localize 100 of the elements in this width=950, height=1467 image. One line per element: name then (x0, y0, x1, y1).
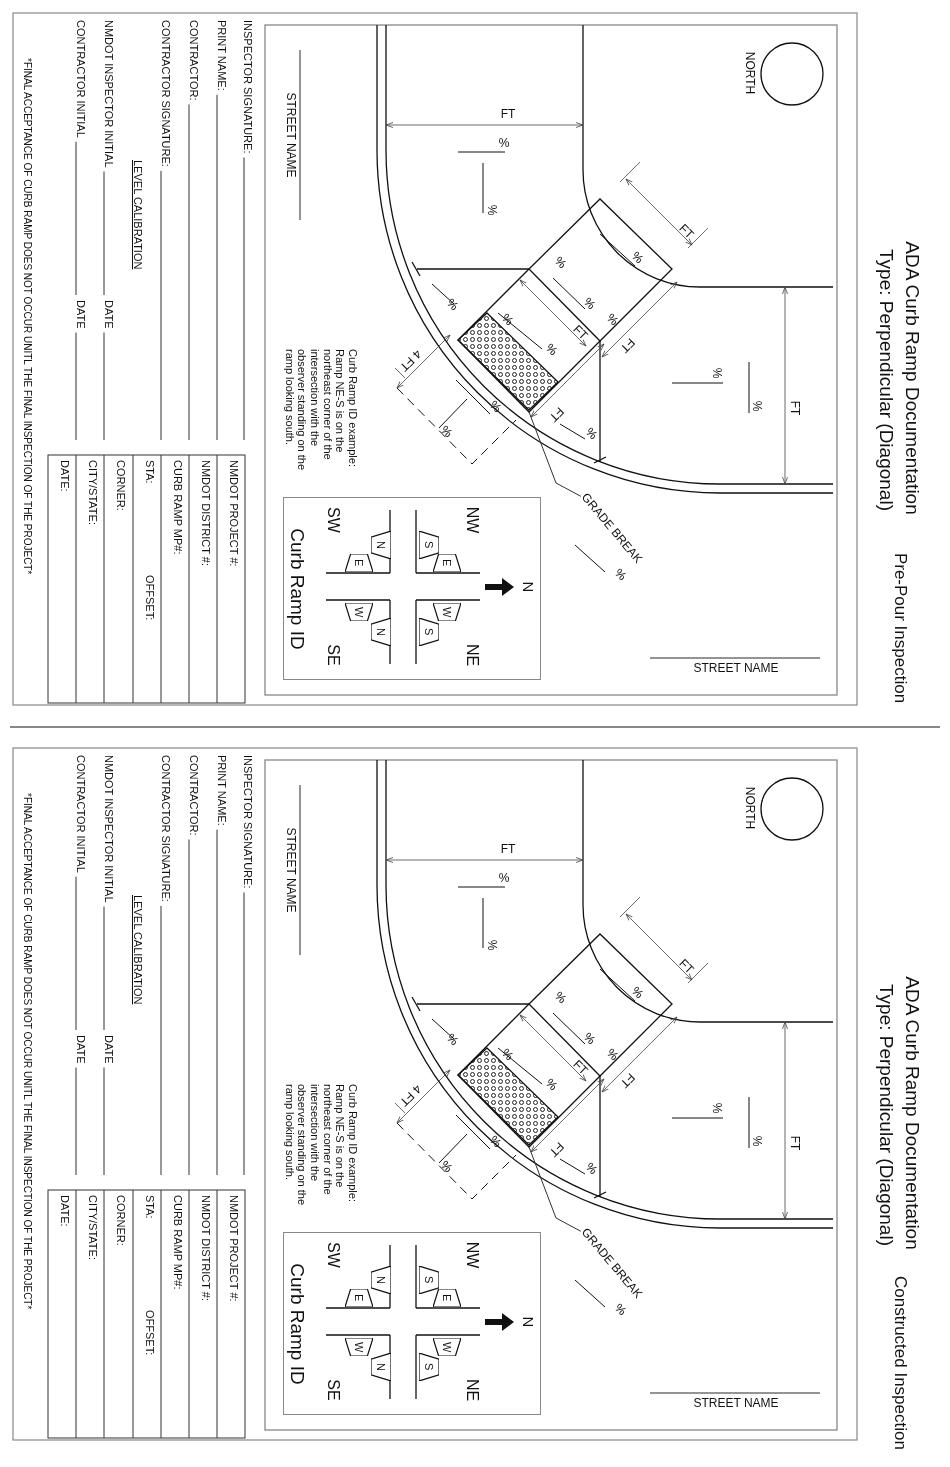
field-label: CONTRACTOR: (187, 20, 200, 101)
field-label: CONTRACTOR: (187, 755, 200, 836)
dimension-label: 4 FT (396, 1081, 424, 1109)
compass-label: N (519, 581, 537, 593)
footnote: *FINAL ACCEPTANCE OF CURB RAMP DOES NOT OCCUR UNITL THE FINAL INSPECTION OF THE PROJECT* (21, 793, 33, 1310)
slope-label: % (484, 204, 498, 216)
dimension-label: FT (787, 400, 801, 416)
ramp-symbol: S (419, 531, 439, 559)
field-label: CITY/STATE: (86, 460, 99, 525)
slope-label: % (551, 989, 569, 1007)
slope-label: % (749, 1135, 763, 1147)
field-label: NMDOT DISTRICT #: (199, 1195, 212, 1301)
footnote: *FINAL ACCEPTANCE OF CURB RAMP DOES NOT OCCUR UNITL THE FINAL INSPECTION OF THE PROJECT* (21, 58, 33, 575)
quadrant-label: NW (463, 1241, 482, 1269)
compass-label: N (519, 1316, 537, 1328)
slope-label: % (484, 939, 498, 951)
slope-label: % (611, 1301, 629, 1319)
inspection-stage: Pre-Pour Inspection (890, 552, 910, 704)
slope-label: % (443, 296, 461, 314)
dimension-label: FT (616, 1069, 638, 1091)
quadrant-label: SE (324, 1379, 343, 1401)
field-label: DATE: (58, 1195, 71, 1227)
dimension-label: FT (500, 843, 516, 857)
quadrant-label: SE (324, 644, 343, 666)
field-label: STA: (143, 460, 156, 484)
slope-label: % (580, 1030, 598, 1048)
slope-label: % (603, 1046, 621, 1064)
slope-label: % (582, 425, 600, 443)
slope-label: % (498, 137, 510, 151)
field-label: CORNER: (114, 1195, 127, 1246)
slope-label: % (580, 295, 598, 313)
section-heading: LEVEL CALIBRATION (131, 160, 144, 270)
dimension-label: FT (569, 322, 591, 344)
field-label: NMDOT INSPECTOR INITIAL (102, 20, 115, 168)
dimension-label: FT (569, 1057, 591, 1079)
heading: ADA Curb Ramp Documentation (901, 976, 923, 1250)
field-label: DATE: (58, 460, 71, 492)
slope-label: % (628, 249, 646, 267)
leader-line (528, 411, 582, 497)
curb-ramp-id-box (283, 497, 541, 680)
ramp-symbol: W (433, 603, 461, 621)
field-label: CONTRACTOR INITIAL (74, 20, 87, 138)
field-label: CURB RAMP MP#: (171, 460, 184, 555)
ramp-symbol: E (433, 554, 461, 572)
slope-label: % (498, 1046, 516, 1064)
curb-ramp-id-box (283, 1232, 541, 1415)
slope-label: % (498, 311, 516, 329)
dimension-label: FT (675, 221, 697, 243)
slope-label: % (582, 1160, 600, 1178)
field-label: CORNER: (114, 460, 127, 511)
ramp-symbol: S (419, 1266, 439, 1294)
subheading: Type: Perpendicular (Diagonal) (875, 984, 897, 1246)
dimension-label: FT (787, 1135, 801, 1151)
slope-label: % (486, 1133, 504, 1151)
slope-label: % (542, 1076, 560, 1094)
dimension-label: 4 FT (396, 346, 424, 374)
street-name-label: STREET NAME (283, 827, 297, 913)
dimension-label: FT (616, 334, 638, 356)
field-label: NMDOT PROJECT #: (227, 1195, 240, 1302)
field-label: CITY/STATE: (86, 1195, 99, 1260)
dimension-label: FT (545, 1138, 567, 1160)
field-label: NMDOT DISTRICT #: (199, 460, 212, 566)
slope-label: % (749, 400, 763, 412)
field-label: NMDOT INSPECTOR INITIAL (102, 755, 115, 903)
field-label: DATE (102, 300, 115, 329)
ramp-symbol: N (371, 1353, 391, 1381)
slope-label: % (437, 1158, 455, 1176)
slope-label: % (551, 254, 569, 272)
box-title: Curb Ramp ID (286, 527, 308, 650)
quadrant-label: NE (463, 1378, 482, 1402)
ramp-symbol: N (371, 618, 391, 646)
leader-line (528, 1146, 582, 1232)
dimension-label: FT (675, 956, 697, 978)
field-label: STA: (143, 1195, 156, 1219)
field-label: CONTRACTOR INITIAL (74, 755, 87, 873)
ramp-symbol: E (345, 1289, 373, 1307)
slope-label: % (603, 311, 621, 329)
dimension-label: FT (500, 108, 516, 122)
ramp-symbol: E (433, 1289, 461, 1307)
ramp-symbol: W (345, 1338, 373, 1356)
compass-label: NORTH (742, 786, 756, 830)
slope-label: % (437, 423, 455, 441)
field-label: PRINT NAME: (215, 755, 228, 826)
heading: ADA Curb Ramp Documentation (901, 241, 923, 515)
ramp-symbol: S (419, 1353, 439, 1381)
ramp-symbol: N (371, 1266, 391, 1294)
ramp-symbol: E (345, 554, 373, 572)
field-label: NMDOT PROJECT #: (227, 460, 240, 567)
slope-label: % (611, 566, 629, 584)
subheading: Type: Perpendicular (Diagonal) (875, 249, 897, 511)
compass-label: NORTH (742, 51, 756, 95)
field-label: CURB RAMP MP#: (171, 1195, 184, 1290)
slope-label: % (542, 341, 560, 359)
ramp-symbol: N (371, 531, 391, 559)
field-label: DATE (74, 1035, 87, 1064)
ramp-symbol: W (345, 603, 373, 621)
quadrant-label: NE (463, 643, 482, 667)
ramp-symbol: S (419, 618, 439, 646)
inspection-stage: Constructed Inspection (890, 1276, 910, 1450)
slope-label: % (628, 984, 646, 1002)
